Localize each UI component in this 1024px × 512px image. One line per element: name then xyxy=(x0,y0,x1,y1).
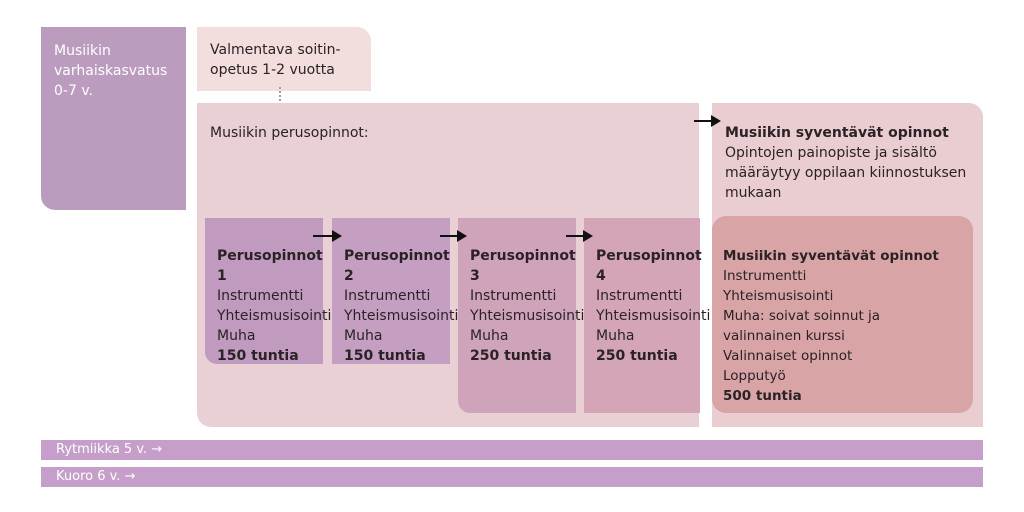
level-item: Instrumentti xyxy=(344,288,431,304)
preparatory-box: Valmentava soitin- opetus 1-2 vuotta xyxy=(197,27,371,91)
level-item: Instrumentti xyxy=(470,288,557,304)
level-item: Muha xyxy=(217,328,256,344)
level-item: Yhteismusisointi xyxy=(596,308,711,324)
arrow-to-advanced xyxy=(694,115,721,127)
early-line-3: 0-7 v. xyxy=(54,83,93,99)
level-item: Muha xyxy=(470,328,509,344)
advanced-detail-hours: 500 tuntia xyxy=(723,388,802,404)
level-hours: 250 tuntia xyxy=(470,348,552,364)
advanced-detail-item: Muha: soivat soinnut ja xyxy=(723,308,881,324)
advanced-detail-item: valinnainen kurssi xyxy=(723,328,845,344)
band-rhythmics: Rytmiikka 5 v. → xyxy=(41,440,983,460)
band-choir: Kuoro 6 v. → xyxy=(41,467,983,487)
advanced-desc-2: määräytyy oppilaan kiinnostuksen xyxy=(725,165,967,181)
dotted-connector xyxy=(279,87,281,109)
advanced-detail-item: Yhteismusisointi xyxy=(723,288,834,304)
advanced-desc-3: mukaan xyxy=(725,185,782,201)
level-title: Perusopinnot 3 xyxy=(470,248,576,284)
level-title: Perusopinnot 2 xyxy=(344,248,450,284)
level-hours: 150 tuntia xyxy=(344,348,426,364)
level-hours: 150 tuntia xyxy=(217,348,299,364)
early-line-2: varhaiskasvatus xyxy=(54,63,168,79)
level-item: Instrumentti xyxy=(596,288,683,304)
level-item: Muha xyxy=(344,328,383,344)
early-childhood-box: Musiikin varhaiskasvatus 0-7 v. xyxy=(41,27,186,210)
level-2-box: Perusopinnot 2 Instrumentti Yhteismusiso… xyxy=(332,218,459,364)
prep-line-2: opetus 1-2 vuotta xyxy=(210,62,335,78)
basic-studies-title: Musiikin perusopinnot: xyxy=(210,125,369,141)
level-title: Perusopinnot 1 xyxy=(217,248,323,284)
advanced-detail-title: Musiikin syventävät opinnot xyxy=(723,248,939,264)
level-3-box: Perusopinnot 3 Instrumentti Yhteismusiso… xyxy=(458,218,585,413)
arrow-level-1-to-2 xyxy=(313,230,342,242)
level-item: Yhteismusisointi xyxy=(470,308,585,324)
level-1-box: Perusopinnot 1 Instrumentti Yhteismusiso… xyxy=(205,218,332,364)
advanced-detail-item: Instrumentti xyxy=(723,268,807,284)
advanced-desc-1: Opintojen painopiste ja sisältö xyxy=(725,145,937,161)
level-item: Yhteismusisointi xyxy=(344,308,459,324)
level-hours: 250 tuntia xyxy=(596,348,678,364)
level-item: Muha xyxy=(596,328,635,344)
early-line-1: Musiikin xyxy=(54,43,111,59)
arrow-level-2-to-3 xyxy=(440,230,467,242)
level-title: Perusopinnot 4 xyxy=(596,248,702,284)
level-4-box: Perusopinnot 4 Instrumentti Yhteismusiso… xyxy=(584,218,711,413)
advanced-detail-item: Lopputyö xyxy=(723,368,786,384)
prep-line-1: Valmentava soitin- xyxy=(210,42,341,58)
advanced-detail-item: Valinnaiset opinnot xyxy=(723,348,853,364)
level-item: Yhteismusisointi xyxy=(217,308,332,324)
advanced-detail-box: Musiikin syventävät opinnot Instrumentti… xyxy=(712,216,973,413)
level-item: Instrumentti xyxy=(217,288,304,304)
arrow-level-3-to-4 xyxy=(566,230,593,242)
advanced-studies-title: Musiikin syventävät opinnot xyxy=(725,125,949,141)
